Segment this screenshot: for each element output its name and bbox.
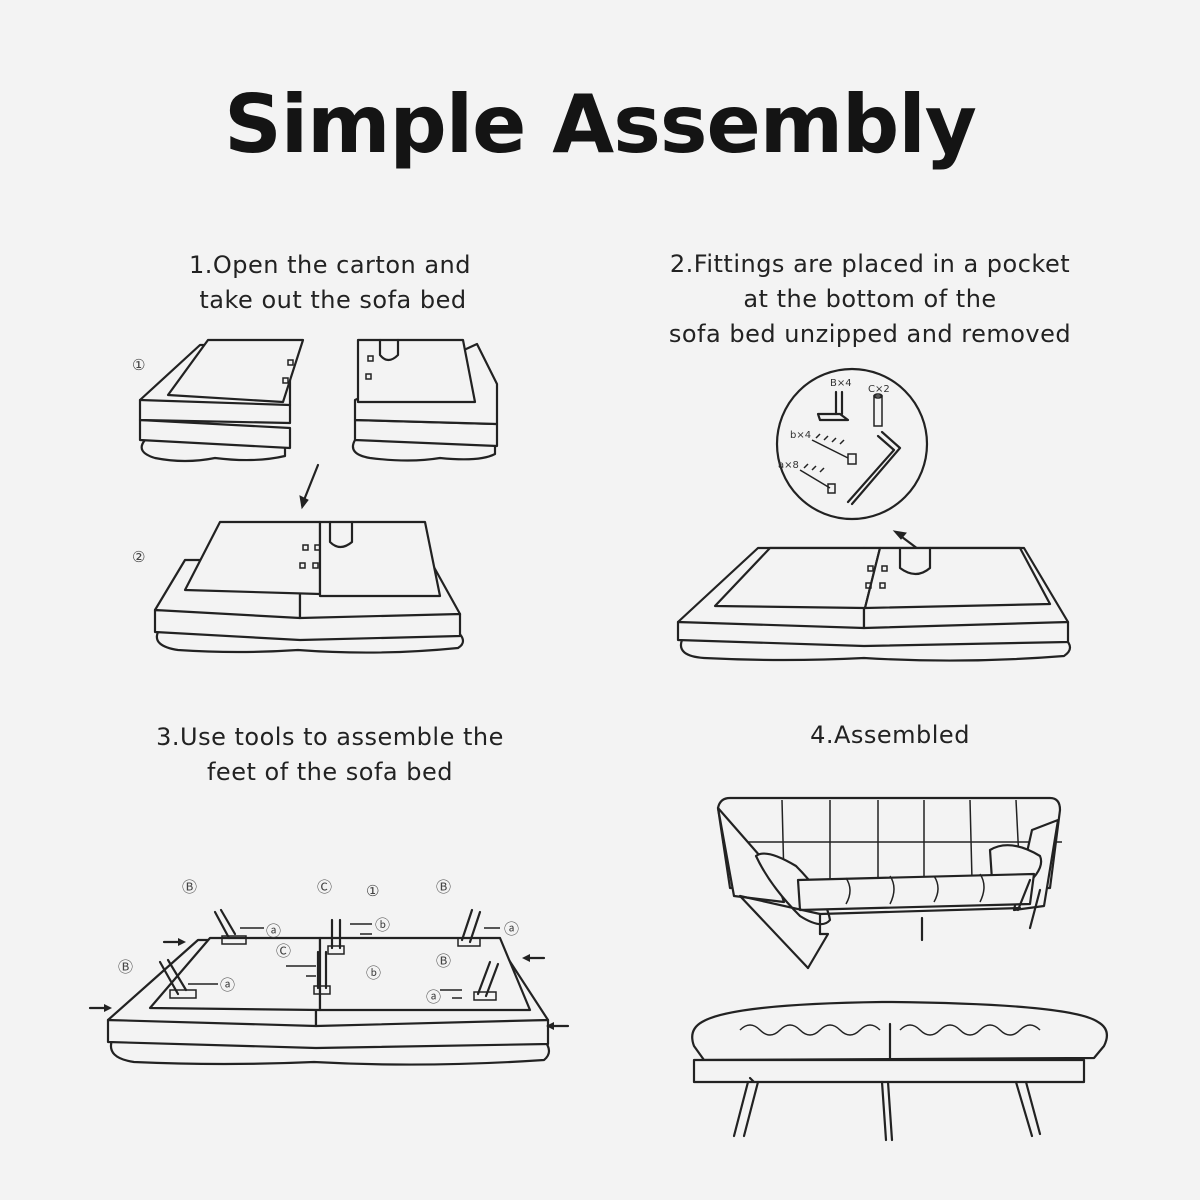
step-4-caption: 4.Assembled bbox=[690, 718, 1090, 753]
step-3-line-2: feet of the sofa bed bbox=[206, 758, 453, 786]
step-2-caption: 2.Fittings are placed in a pocket at the… bbox=[660, 247, 1080, 352]
substep-2-marker: ② bbox=[132, 548, 145, 566]
part-label-c-1: Ⓒ bbox=[317, 878, 332, 896]
step-2-line-2: at the bottom of the bbox=[743, 285, 997, 313]
part-label-a-3: ⓐ bbox=[220, 976, 235, 994]
arrow-down-icon bbox=[299, 463, 320, 510]
unfolded-mattress bbox=[153, 520, 465, 654]
unfolded-mattress-with-pocket bbox=[676, 546, 1072, 662]
step-3-caption: 3.Use tools to assemble the feet of the … bbox=[130, 720, 530, 790]
step-2-line-3: sofa bed unzipped and removed bbox=[668, 320, 1072, 348]
fitting-count-a: a×8 bbox=[778, 460, 799, 471]
step-4-line-1: 4.Assembled bbox=[810, 721, 970, 749]
sofa-upright bbox=[716, 796, 1062, 970]
step-1-line-2: take out the sofa bed bbox=[199, 286, 467, 314]
arrow-right-icon bbox=[162, 938, 186, 946]
arrow-left-icon-lower bbox=[546, 1022, 570, 1030]
substep-1-marker: ① bbox=[132, 356, 145, 374]
step-3-line-1: 3.Use tools to assemble the bbox=[156, 723, 504, 751]
part-label-b-3: Ⓑ bbox=[118, 958, 133, 976]
fittings-pocket-detail: B×4 C×2 b×4 a×8 bbox=[775, 367, 929, 521]
fitting-count-b-lower: b×4 bbox=[790, 430, 811, 441]
step-1-caption: 1.Open the carton and take out the sofa … bbox=[130, 248, 530, 318]
part-label-b-4: Ⓑ bbox=[436, 952, 451, 970]
fitting-count-b-upper: B×4 bbox=[830, 378, 852, 389]
step-2-line-1: 2.Fittings are placed in a pocket bbox=[669, 250, 1071, 278]
fitting-count-c: C×2 bbox=[868, 384, 890, 395]
sofa-flat-bed bbox=[691, 1000, 1109, 1142]
arrow-right-icon-lower bbox=[88, 1004, 112, 1012]
part-label-b-small-1: ⓑ bbox=[375, 916, 390, 934]
part-label-one: ① bbox=[366, 882, 379, 900]
part-label-a-1: ⓐ bbox=[266, 922, 281, 940]
page-title: Simple Assembly bbox=[224, 78, 977, 171]
part-label-b-small-2: ⓑ bbox=[366, 964, 381, 982]
part-label-b-2: Ⓑ bbox=[436, 878, 451, 896]
mattress-with-legs bbox=[106, 908, 551, 1066]
part-label-b-1: Ⓑ bbox=[182, 878, 197, 896]
part-label-a-4: ⓐ bbox=[426, 988, 441, 1006]
part-label-c-2: Ⓒ bbox=[276, 942, 291, 960]
folded-mattress-right bbox=[351, 338, 499, 462]
step-1-line-1: 1.Open the carton and bbox=[189, 251, 471, 279]
arrow-left-icon bbox=[522, 954, 546, 962]
folded-mattress-left bbox=[138, 338, 305, 463]
part-label-a-2: ⓐ bbox=[504, 920, 519, 938]
